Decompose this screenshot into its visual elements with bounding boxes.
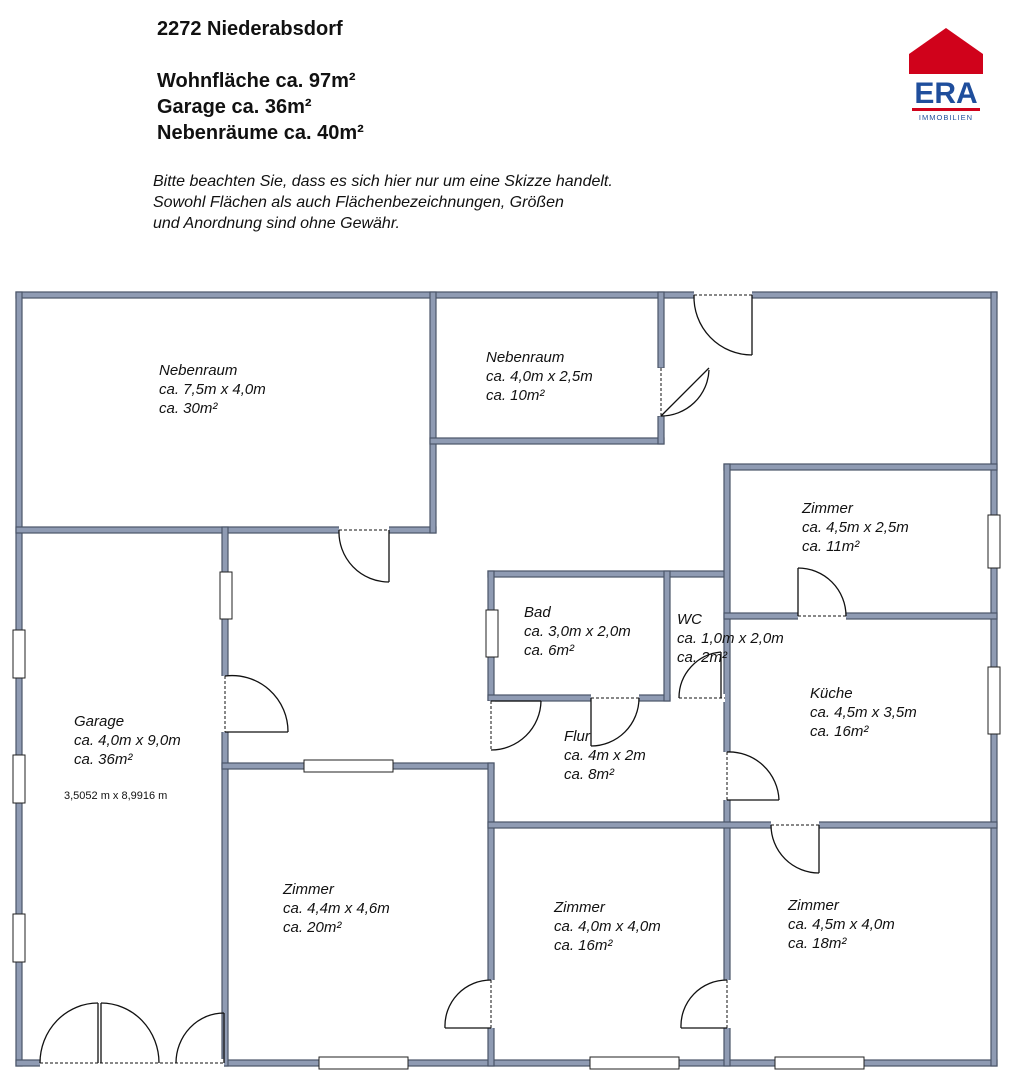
wall-nebenraum2-bottom xyxy=(429,437,665,445)
wall-bad-bottom xyxy=(487,694,671,702)
room-dims: ca. 1,0m x 2,0m xyxy=(677,630,784,647)
room-nebenraum-1: Nebenraum ca. 7,5m x 4,0m ca. 30m² xyxy=(159,361,266,418)
wall-nebenraum-divider xyxy=(429,291,437,534)
wall-zimmer-ne-bottom xyxy=(723,612,998,620)
garage-area: Garage ca. 36m² xyxy=(157,96,312,118)
room-name: Nebenraum xyxy=(159,362,238,379)
door xyxy=(660,367,710,417)
disclaimer-line-3: und Anordnung sind ohne Gewähr. xyxy=(153,215,400,232)
window xyxy=(12,754,26,804)
room-area: ca. 10m² xyxy=(486,387,545,404)
logo-subtitle: IMMOBILIEN xyxy=(919,113,973,122)
room-dims: ca. 4,5m x 3,5m xyxy=(810,704,917,721)
disclaimer: Bitte beachten Sie, dass es sich hier nu… xyxy=(153,171,613,234)
wall-nebenraum2-right-lower xyxy=(657,415,665,445)
room-name: Garage xyxy=(74,713,125,730)
room-area: ca. 16m² xyxy=(554,937,613,954)
wall-outer-top xyxy=(15,291,998,299)
doors xyxy=(39,294,847,1064)
room-zimmer-s: Zimmer ca. 4,0m x 4,0m ca. 16m² xyxy=(554,898,661,955)
door xyxy=(797,567,847,617)
window xyxy=(219,571,233,620)
window xyxy=(987,514,1001,569)
window xyxy=(589,1056,680,1070)
room-nebenraum-2: Nebenraum ca. 4,0m x 2,5m ca. 10m² xyxy=(486,348,593,405)
room-flur: Flur ca. 4m x 2m ca. 8m² xyxy=(564,727,646,784)
room-area: ca. 30m² xyxy=(159,400,218,417)
room-area: ca. 18m² xyxy=(788,935,847,952)
wall-zimmer-sw-right xyxy=(487,762,495,1067)
room-area: ca. 11m² xyxy=(802,538,860,555)
living-area: Wohnfläche ca. 97m² xyxy=(157,70,356,92)
wall-bad-wc-divider xyxy=(663,570,671,702)
room-name: Zimmer xyxy=(283,881,334,898)
room-area: ca. 20m² xyxy=(283,919,342,936)
room-dims: ca. 4,0m x 9,0m xyxy=(74,732,181,749)
garage-door xyxy=(39,1002,160,1064)
area-summary: Wohnfläche ca. 97m² Garage ca. 36m² Nebe… xyxy=(157,68,364,146)
logo-roof-icon xyxy=(909,28,983,74)
window xyxy=(318,1056,409,1070)
room-dims: ca. 4m x 2m xyxy=(564,747,646,764)
room-name: Zimmer xyxy=(788,897,839,914)
wall-zimmer-ne-top xyxy=(723,463,998,471)
room-dims: ca. 7,5m x 4,0m xyxy=(159,381,266,398)
room-area: ca. 2m² xyxy=(677,649,728,666)
room-name: Zimmer xyxy=(554,899,605,916)
window xyxy=(485,609,499,658)
door xyxy=(770,824,820,874)
room-kueche: Küche ca. 4,5m x 3,5m ca. 16m² xyxy=(810,684,917,741)
wall-bad-top xyxy=(487,570,729,578)
door xyxy=(175,1012,225,1064)
room-area: ca. 36m² xyxy=(74,751,133,768)
room-zimmer-ne: Zimmer ca. 4,5m x 2,5m ca. 11m² xyxy=(802,499,909,556)
room-bad: Bad ca. 3,0m x 2,0m ca. 6m² xyxy=(524,603,631,660)
window xyxy=(12,629,26,679)
room-wc: WC ca. 1,0m x 2,0m ca. 2m² xyxy=(677,610,784,667)
era-logo: ERA IMMOBILIEN xyxy=(909,28,983,122)
room-dims: ca. 4,5m x 2,5m xyxy=(802,519,909,536)
room-garage: Garage ca. 4,0m x 9,0m ca. 36m² xyxy=(74,712,181,769)
room-name: Küche xyxy=(810,685,853,702)
door xyxy=(224,674,289,733)
garage-measurement: 3,5052 m x 8,9916 m xyxy=(64,790,168,802)
wall-garage-right xyxy=(221,526,229,1067)
room-name: Nebenraum xyxy=(486,349,565,366)
wall-nebenraum2-right-upper xyxy=(657,291,665,369)
door xyxy=(726,751,780,801)
window xyxy=(12,913,26,963)
room-dims: ca. 3,0m x 2,0m xyxy=(524,623,631,640)
windows xyxy=(12,514,1001,1070)
room-name: Flur xyxy=(564,728,590,745)
room-name: WC xyxy=(677,611,702,628)
wall-zimmer-s-top xyxy=(487,821,998,829)
logo-brand: ERA xyxy=(914,77,977,110)
disclaimer-line-1: Bitte beachten Sie, dass es sich hier nu… xyxy=(153,173,613,190)
room-dims: ca. 4,0m x 2,5m xyxy=(486,368,593,385)
room-name: Zimmer xyxy=(802,500,853,517)
room-zimmer-sw: Zimmer ca. 4,4m x 4,6m ca. 20m² xyxy=(283,880,390,937)
window xyxy=(303,759,394,773)
room-area: ca. 6m² xyxy=(524,642,575,659)
room-zimmer-se: Zimmer ca. 4,5m x 4,0m ca. 18m² xyxy=(788,896,895,953)
room-dims: ca. 4,4m x 4,6m xyxy=(283,900,390,917)
room-dims: ca. 4,5m x 4,0m xyxy=(788,916,895,933)
door xyxy=(693,294,753,356)
room-dims: ca. 4,0m x 4,0m xyxy=(554,918,661,935)
door xyxy=(590,697,640,747)
door xyxy=(338,529,390,583)
window xyxy=(987,666,1001,735)
room-name: Bad xyxy=(524,604,551,621)
plan-title: 2272 Niederabsdorf xyxy=(157,18,343,40)
disclaimer-line-2: Sowohl Flächen als auch Flächenbezeichnu… xyxy=(153,194,564,211)
door xyxy=(444,979,492,1029)
door xyxy=(490,700,542,751)
room-area: ca. 16m² xyxy=(810,723,869,740)
door xyxy=(678,651,722,699)
side-rooms-area: Nebenräume ca. 40m² xyxy=(157,122,364,144)
room-area: ca. 8m² xyxy=(564,766,615,783)
door xyxy=(680,979,728,1029)
window xyxy=(774,1056,865,1070)
